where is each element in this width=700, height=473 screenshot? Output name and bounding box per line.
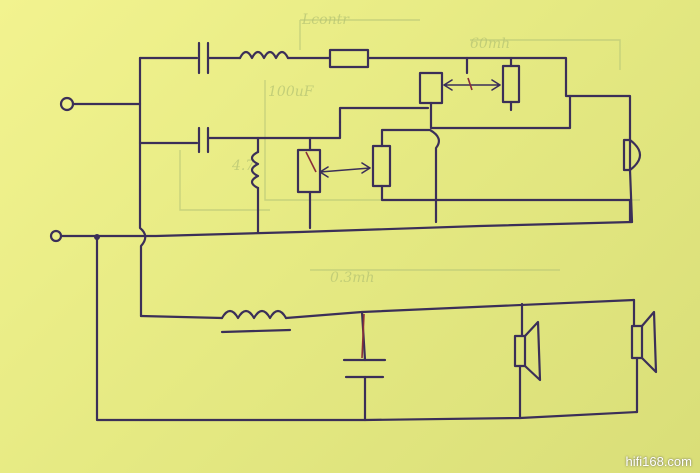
tweeter-driver-body xyxy=(622,138,632,172)
tweeter-driver-dome xyxy=(628,138,642,172)
ghost-text-center: 0.3mh xyxy=(330,270,375,286)
shunt-inductor xyxy=(250,150,260,190)
attenuator-wiper-mark xyxy=(305,151,317,173)
woofer2-magnet xyxy=(630,324,644,360)
woofer-wire-1 xyxy=(139,314,224,320)
woofer-wire-2 xyxy=(284,298,636,320)
left-bus-wire xyxy=(138,56,147,318)
ground-return-upper xyxy=(59,220,634,238)
woofer2-cone xyxy=(640,310,658,374)
watermark: hifi168.com xyxy=(625,454,692,469)
bleed-through-sketch: Lcontr 60mh 100uF 4.7 0.3mh xyxy=(179,12,640,286)
woofer-shunt-capacitor xyxy=(342,358,387,379)
woofer1-magnet xyxy=(513,334,527,368)
ghost-text-top-right: 60mh xyxy=(470,36,510,52)
input-terminal-positive xyxy=(59,96,75,112)
woofer-inductor-underline xyxy=(220,328,292,334)
tweeter-series-capacitor xyxy=(197,41,210,75)
lpad-wiper-mark xyxy=(467,77,473,91)
second-row-wire-3 xyxy=(338,106,430,124)
attenuator-right-lead-bottom xyxy=(380,184,632,224)
second-row-capacitor xyxy=(197,126,210,154)
ghost-lines-top xyxy=(299,19,621,70)
ghost-text-top: Lcontr xyxy=(301,12,350,28)
woofer-shunt-cap-trace xyxy=(361,313,365,359)
tweeter-series-inductor xyxy=(238,50,290,60)
woofer-series-inductor xyxy=(220,309,288,320)
lpad-return-wire xyxy=(429,94,572,130)
second-row-wire-2 xyxy=(206,120,342,140)
lpad-resistor-series xyxy=(501,64,521,104)
ghost-text-mid: 4.7 xyxy=(231,158,254,174)
woofer1-cone xyxy=(523,320,542,382)
attenuator-resistor-right xyxy=(371,144,392,188)
attenuator-right-lead-top xyxy=(380,128,440,224)
tweeter-top-wire-4 xyxy=(366,56,632,142)
input-terminal-negative xyxy=(49,229,63,243)
attenuator-link-arrow xyxy=(319,162,371,178)
tweeter-return-lead xyxy=(628,168,634,224)
tweeter-series-resistor xyxy=(328,48,370,69)
lpad-resistor-shunt xyxy=(418,71,444,105)
lpad-link-arrow xyxy=(443,79,501,91)
ground-return-lower xyxy=(95,235,639,422)
ghost-text-mid-left: 100uF xyxy=(268,84,315,100)
